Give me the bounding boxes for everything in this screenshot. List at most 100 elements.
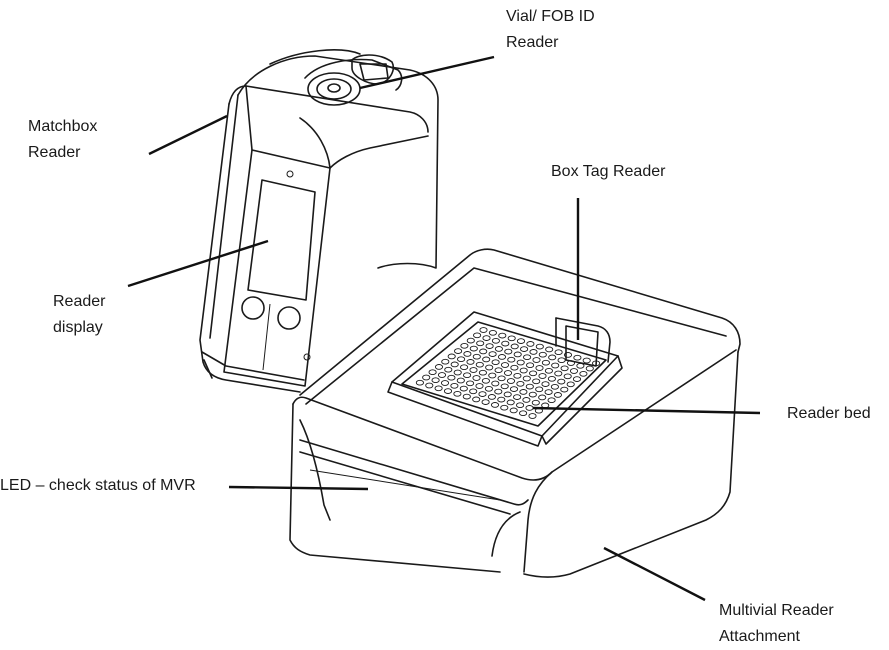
vial-well — [557, 378, 566, 385]
vial-well — [460, 342, 469, 349]
vial-well — [428, 369, 437, 376]
vial-well — [563, 373, 572, 380]
vial-well — [466, 380, 475, 387]
multivial-attachment-unit — [289, 248, 741, 578]
leader-reader-bed — [532, 406, 761, 415]
leader-led — [228, 485, 369, 491]
vial-well — [472, 375, 481, 381]
vial-well — [545, 346, 554, 353]
vial-well — [523, 354, 532, 361]
vial-well — [484, 385, 493, 392]
vial-well — [528, 413, 537, 419]
reader-right-button — [277, 306, 301, 330]
vial-well — [525, 383, 534, 390]
vial-well — [500, 404, 509, 411]
vial-well — [541, 381, 550, 387]
vial-well — [519, 410, 528, 417]
reader-bed-wells — [415, 327, 601, 419]
vial-well — [498, 332, 507, 339]
leader-reader-display — [127, 239, 269, 288]
vial-well — [563, 352, 573, 358]
vial-well — [572, 376, 582, 382]
vial-well — [437, 372, 447, 378]
vial-well — [535, 343, 544, 350]
vial-well — [485, 364, 494, 371]
vial-well — [462, 393, 471, 400]
vial-well — [453, 390, 462, 397]
vial-well — [441, 358, 450, 365]
vial-well — [516, 380, 525, 387]
vial-well — [466, 359, 475, 365]
vial-well — [554, 349, 563, 356]
vial-well — [519, 367, 528, 374]
vial-well — [443, 388, 453, 394]
vial-well — [566, 381, 575, 388]
vial-well — [501, 340, 510, 347]
vial-well — [553, 392, 562, 398]
vial-well — [475, 383, 484, 389]
vial-well — [516, 402, 525, 409]
vial-well — [557, 357, 566, 364]
vial-well — [453, 369, 462, 376]
vial-well — [478, 369, 487, 376]
vial-well — [485, 343, 494, 349]
matchbox-reader-unit — [199, 49, 439, 393]
vial-well — [479, 348, 488, 355]
vial-well — [538, 373, 547, 379]
vial-well — [469, 367, 478, 373]
vial-well — [459, 385, 468, 392]
vial-well — [463, 372, 472, 379]
vial-well — [444, 366, 453, 373]
vial-well — [585, 365, 594, 372]
vial-well — [538, 394, 547, 401]
vial-well — [488, 372, 497, 379]
vial-well — [494, 346, 503, 352]
vial-well — [491, 337, 500, 344]
vial-well — [415, 379, 424, 386]
leader-matchbox — [148, 114, 228, 156]
vial-well — [513, 372, 522, 379]
vial-well — [434, 364, 444, 370]
vial-well — [510, 364, 519, 371]
vial-well — [573, 354, 582, 361]
reader-left-button — [241, 296, 265, 320]
vial-well — [544, 367, 553, 374]
vial-well — [582, 357, 591, 364]
vial-well — [457, 356, 466, 363]
vial-well — [447, 374, 456, 381]
vial-well — [500, 383, 509, 390]
vial-well — [472, 353, 481, 360]
vial-well — [529, 370, 538, 377]
vial-well — [466, 337, 475, 344]
label-matchbox-reader: Matchbox Reader — [28, 118, 98, 161]
vial-well — [507, 356, 516, 363]
vial-well — [525, 405, 534, 411]
vial-well — [560, 386, 569, 393]
vial-well — [528, 391, 537, 398]
vial-well — [535, 386, 544, 393]
vial-well — [551, 362, 560, 369]
vial-well — [531, 399, 540, 406]
vial-well — [504, 348, 513, 355]
vial-well — [488, 351, 497, 357]
vial-well — [532, 357, 541, 363]
vial-well — [450, 361, 459, 368]
vial-well — [425, 382, 434, 389]
vial-well — [526, 362, 535, 369]
vial-well — [478, 391, 487, 397]
reader-bed-tray — [387, 311, 623, 447]
label-vial-fob-reader: Vial/ FOB ID Reader — [506, 8, 595, 51]
label-reader-display: Reader display — [53, 293, 106, 336]
vial-well — [503, 370, 513, 376]
vial-well — [522, 375, 531, 382]
vial-well — [522, 397, 531, 403]
label-reader-bed: Reader bed — [787, 405, 871, 422]
label-multivial-reader-attachment: Multivial Reader Attachment — [719, 602, 834, 645]
vial-well — [535, 365, 544, 371]
vial-well — [529, 349, 538, 355]
vial-well — [434, 385, 443, 392]
vial-well — [579, 370, 588, 377]
vial-well — [487, 394, 496, 400]
